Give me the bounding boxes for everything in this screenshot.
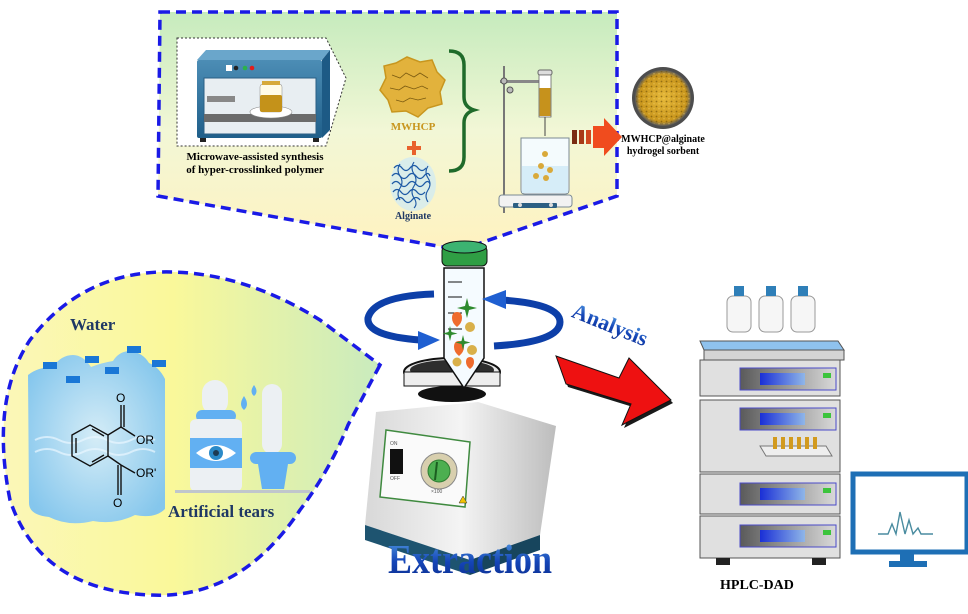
hplc-dad-label: HPLC-DAD bbox=[720, 578, 794, 593]
module-1-power-led bbox=[823, 373, 831, 378]
module-4-power-led bbox=[823, 530, 831, 535]
warning-icon bbox=[458, 495, 468, 504]
microwave-caption-line-2: of hyper-crosslinked polymer bbox=[186, 164, 324, 176]
microwave-caption: Microwave-assisted synthesis of hyper-cr… bbox=[180, 151, 330, 177]
alginate-icon bbox=[390, 157, 436, 211]
phthalate-structure-icon bbox=[71, 405, 136, 495]
dripping-apparatus-icon bbox=[498, 66, 573, 213]
extraction-label: Extraction bbox=[388, 536, 552, 582]
chromatogram-peaks bbox=[878, 511, 933, 537]
rotation-arrows-icon bbox=[364, 290, 564, 350]
alginate-label: Alginate bbox=[394, 211, 432, 222]
autosampler-vials-icon bbox=[773, 437, 817, 449]
solvent-bottles-icon bbox=[726, 286, 816, 333]
microwave-caption-line-1: Microwave-assisted synthesis bbox=[186, 151, 324, 163]
switch-on-label: ON bbox=[390, 441, 398, 447]
water-bottles-icon bbox=[28, 346, 166, 524]
centrifuge-tube-icon bbox=[441, 240, 488, 390]
artificial-tears-label: Artificial tears bbox=[168, 502, 275, 521]
mwhcp-polymer-icon bbox=[379, 56, 446, 118]
combine-brace bbox=[448, 49, 481, 173]
dial-marking-label: ×100 bbox=[431, 489, 443, 495]
structure-label-ester-r: OR bbox=[136, 433, 154, 447]
structure-label-oxygen-bottom: O bbox=[113, 496, 123, 510]
hplc-instrument-icon bbox=[699, 286, 845, 565]
hydrogel-sorbent-plate-icon bbox=[632, 67, 694, 129]
structure-label-ester-r-prime: OR' bbox=[136, 466, 157, 480]
product-caption-line-2: hydrogel sorbent bbox=[626, 146, 700, 157]
structure-label-oxygen-top: O bbox=[116, 391, 126, 405]
plus-icon bbox=[407, 141, 421, 155]
eye-drops-icon bbox=[175, 380, 310, 493]
mwhcp-label: MWHCP bbox=[390, 121, 436, 133]
module-3-power-led bbox=[823, 488, 831, 493]
product-caption-line-1: MWHCP@alginate bbox=[621, 134, 705, 145]
module-2-power-led bbox=[823, 413, 831, 418]
synthesis-panel bbox=[156, 10, 694, 252]
water-label: Water bbox=[70, 315, 116, 334]
chromatogram-monitor-icon bbox=[850, 471, 968, 567]
analysis-arrow-icon bbox=[555, 355, 673, 428]
process-arrow-icon bbox=[572, 118, 622, 156]
power-switch[interactable] bbox=[390, 449, 403, 474]
switch-off-label: OFF bbox=[390, 476, 400, 482]
samples-panel bbox=[1, 270, 383, 597]
hydrogel-product-caption: MWHCP@alginate hydrogel sorbent bbox=[620, 134, 706, 158]
microwave-oven-icon bbox=[197, 50, 330, 142]
